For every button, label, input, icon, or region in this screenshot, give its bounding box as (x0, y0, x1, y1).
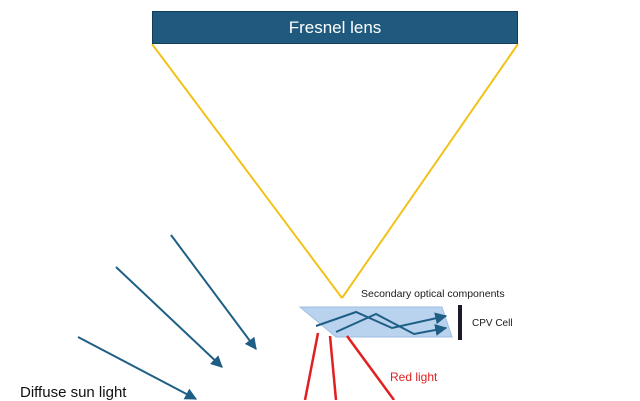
internal-ray-2 (335, 312, 448, 336)
diffuse-ray-1 (170, 234, 257, 350)
diffuse-sun-light-label: Diffuse sun light (20, 384, 127, 401)
focus-ray-left (151, 43, 343, 299)
secondary-optics-shape (298, 306, 453, 338)
cpv-cell-label: CPV Cell (472, 318, 513, 329)
cpv-cell-bar (458, 305, 462, 340)
focus-ray-right (341, 43, 519, 299)
fresnel-lens-label: Fresnel lens (288, 17, 382, 37)
fresnel-lens: Fresnel lens (152, 11, 518, 44)
diffuse-ray-2 (115, 266, 223, 368)
red-ray-2 (328, 335, 338, 400)
red-ray-3 (345, 335, 396, 400)
red-ray-1 (303, 332, 320, 400)
secondary-optics-label: Secondary optical components (361, 288, 505, 300)
diffuse-ray-3 (77, 336, 198, 400)
red-light-label: Red light (390, 370, 438, 384)
internal-ray-1 (315, 310, 448, 330)
